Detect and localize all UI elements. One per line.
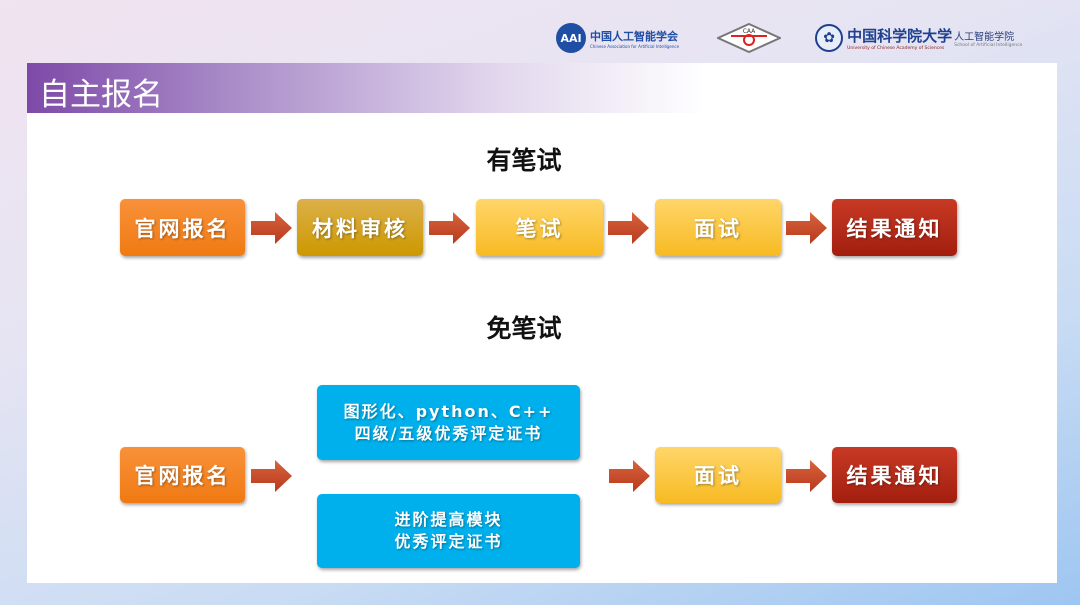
school-english: School of Artificial Intelligence bbox=[954, 43, 1023, 48]
arrow-right-icon bbox=[786, 460, 827, 492]
ucas-name: 中国科学院大学 bbox=[847, 27, 953, 45]
school-name: 人工智能学院 bbox=[954, 32, 1015, 43]
arrow-right-icon bbox=[251, 212, 292, 244]
arrow-right-icon bbox=[608, 212, 649, 244]
caa-logo: CAA bbox=[715, 22, 783, 54]
caai-name: 中国人工智能学会 bbox=[590, 29, 678, 43]
title-bar: 自主报名 bbox=[27, 63, 707, 113]
caai-mark: AAI bbox=[556, 23, 586, 53]
option-certificate-levels: 图形化、python、C++四级/五级优秀评定证书 bbox=[317, 385, 580, 460]
page-title: 自主报名 bbox=[39, 77, 163, 113]
ucas-emblem-icon: ✿ bbox=[815, 24, 844, 52]
arrow-right-icon bbox=[429, 212, 470, 244]
option-line: 进阶提高模块 bbox=[394, 510, 503, 529]
arrow-right-icon bbox=[786, 212, 827, 244]
step-result-2: 结果通知 bbox=[832, 447, 957, 503]
step-register: 官网报名 bbox=[120, 199, 245, 256]
caa-mark: CAA bbox=[743, 28, 756, 35]
step-interview-2: 面试 bbox=[655, 447, 781, 503]
arrow-right-icon bbox=[609, 460, 650, 492]
step-register-2: 官网报名 bbox=[120, 447, 245, 503]
with-exam-heading: 有笔试 bbox=[486, 146, 562, 175]
option-advanced-module: 进阶提高模块优秀评定证书 bbox=[317, 494, 580, 568]
without-exam-heading: 免笔试 bbox=[486, 314, 562, 343]
step-written-exam: 笔试 bbox=[476, 199, 603, 256]
step-review: 材料审核 bbox=[297, 199, 423, 256]
option-line: 图形化、python、C++ bbox=[343, 401, 554, 421]
caai-english: Chinese Association for Artificial Intel… bbox=[590, 43, 680, 49]
content-panel: 自主报名 有笔试 官网报名 材料审核 笔试 面试 结果通知 免笔试 官网报名 图… bbox=[27, 63, 1057, 583]
option-line: 优秀评定证书 bbox=[394, 532, 503, 551]
arrow-right-icon bbox=[251, 460, 292, 492]
step-interview: 面试 bbox=[655, 199, 781, 256]
ucas-english: University of Chinese Academy of Science… bbox=[847, 46, 945, 51]
step-result: 结果通知 bbox=[832, 199, 957, 256]
option-line: 四级/五级优秀评定证书 bbox=[354, 423, 543, 443]
